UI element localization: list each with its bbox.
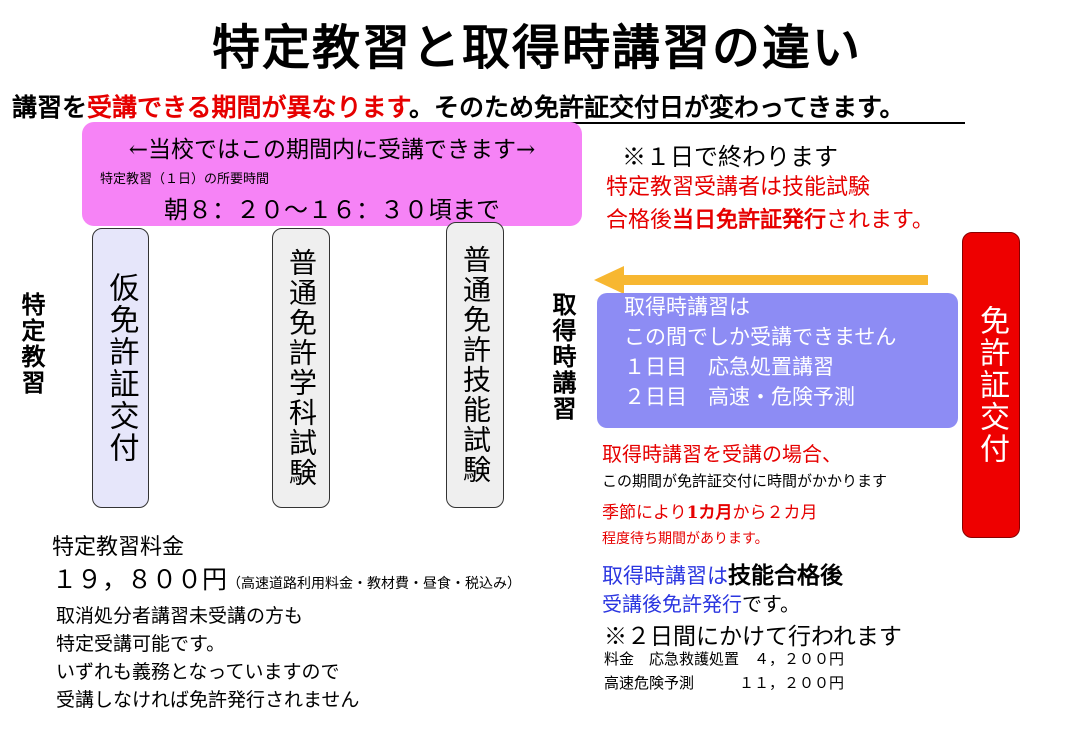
bottom-note-line1: 取消処分者講習未受講の方も <box>56 605 304 627</box>
two-days-note: ※２日間にかけて行われます <box>604 624 902 650</box>
side-label-special-training: 特定教習 <box>17 292 45 396</box>
license-issue-label: 免許証交付 <box>974 305 1009 465</box>
special-training-fee-amount: １９，８００円（高速道路利用料金・教材費・昼食・税込み） <box>52 565 522 594</box>
special-training-fee-title: 特定教習料金 <box>52 535 185 560</box>
subtitle: 講習を受講できる期間が異なります。そのため免許証交付日が変わってきます。 <box>12 88 965 124</box>
fee-row-highway: 高速危険予測 １１，２００円 <box>604 674 845 692</box>
written-exam-label: 普通免許学科試験 <box>285 248 318 488</box>
wait-period-text: 季節により1カ月から２カ月 <box>602 503 818 523</box>
fee-row-first-aid: 料金 応急救護処置 ４，２００円 <box>604 650 845 668</box>
bottom-note-line3: いずれも義務となっていますので <box>56 661 340 683</box>
same-day-issue-note: 特定教習受講者は技能試験 合格後当日免許証発行されます。 <box>606 172 934 237</box>
course-line2: この間でしか受講できません <box>624 325 897 349</box>
same-day-line1: 特定教習受講者は技能試験 <box>606 175 871 200</box>
course-line4: ２日目 高速・危険予測 <box>624 385 855 409</box>
case-subtext: この期間が免許証交付に時間がかかります <box>602 472 888 490</box>
pink-period-box <box>82 122 582 226</box>
pink-box-heading: ←当校ではこの期間内に受講できます→ <box>128 137 536 163</box>
provisional-license-box: 仮免許証交付 <box>92 228 149 508</box>
wait-note: 程度待ち期間があります。 <box>602 531 769 547</box>
subtitle-red: 受講できる期間が異なります <box>87 93 410 122</box>
page-title: 特定教習と取得時講習の違い <box>211 20 862 76</box>
side-label-acquisition-course: 取得時講習 <box>548 292 576 422</box>
case-title: 取得時講習を受講の場合、 <box>602 442 842 466</box>
one-day-note: ※１日で終わります <box>622 143 838 171</box>
subtitle-part1: 講習を <box>12 93 88 122</box>
bottom-note-line4: 受講しなければ免許発行されません <box>56 689 360 711</box>
course-period-box <box>597 293 958 428</box>
skill-exam-box: 普通免許技能試験 <box>446 222 504 508</box>
course-line3: １日目 応急処置講習 <box>624 355 834 379</box>
course-line1: 取得時講習は <box>624 295 750 319</box>
course-period-text: 取得時講習は この間でしか受講できません １日目 応急処置講習 ２日目 高速・危… <box>624 292 896 412</box>
issue-after-course-line: 受講後免許発行です。 <box>602 592 800 616</box>
pink-box-time: 朝８：２０〜１６：３０頃まで <box>164 196 500 224</box>
after-skill-pass-line: 取得時講習は技能合格後 <box>602 562 843 589</box>
license-issue-box: 免許証交付 <box>962 232 1020 538</box>
pink-box-small: 特定教習（１日）の所要時間 <box>100 172 270 187</box>
subtitle-part3: 。そのため <box>409 93 535 122</box>
same-day-line2: 合格後当日免許証発行されます。 <box>606 207 934 233</box>
bottom-note-line2: 特定受講可能です。 <box>56 633 226 655</box>
written-exam-box: 普通免許学科試験 <box>272 228 330 508</box>
skill-exam-label: 普通免許技能試験 <box>459 245 492 485</box>
left-arrow-icon <box>594 266 928 294</box>
provisional-license-label: 仮免許証交付 <box>103 272 139 464</box>
subtitle-underline: 免許証交付日が変わってきます。 <box>534 93 965 124</box>
bottom-note: 取消処分者講習未受講の方も 特定受講可能です。 いずれも義務となっていますので … <box>56 602 359 714</box>
course-fee-list: 料金 応急救護処置 ４，２００円 高速危険予測 １１，２００円 <box>604 647 844 695</box>
